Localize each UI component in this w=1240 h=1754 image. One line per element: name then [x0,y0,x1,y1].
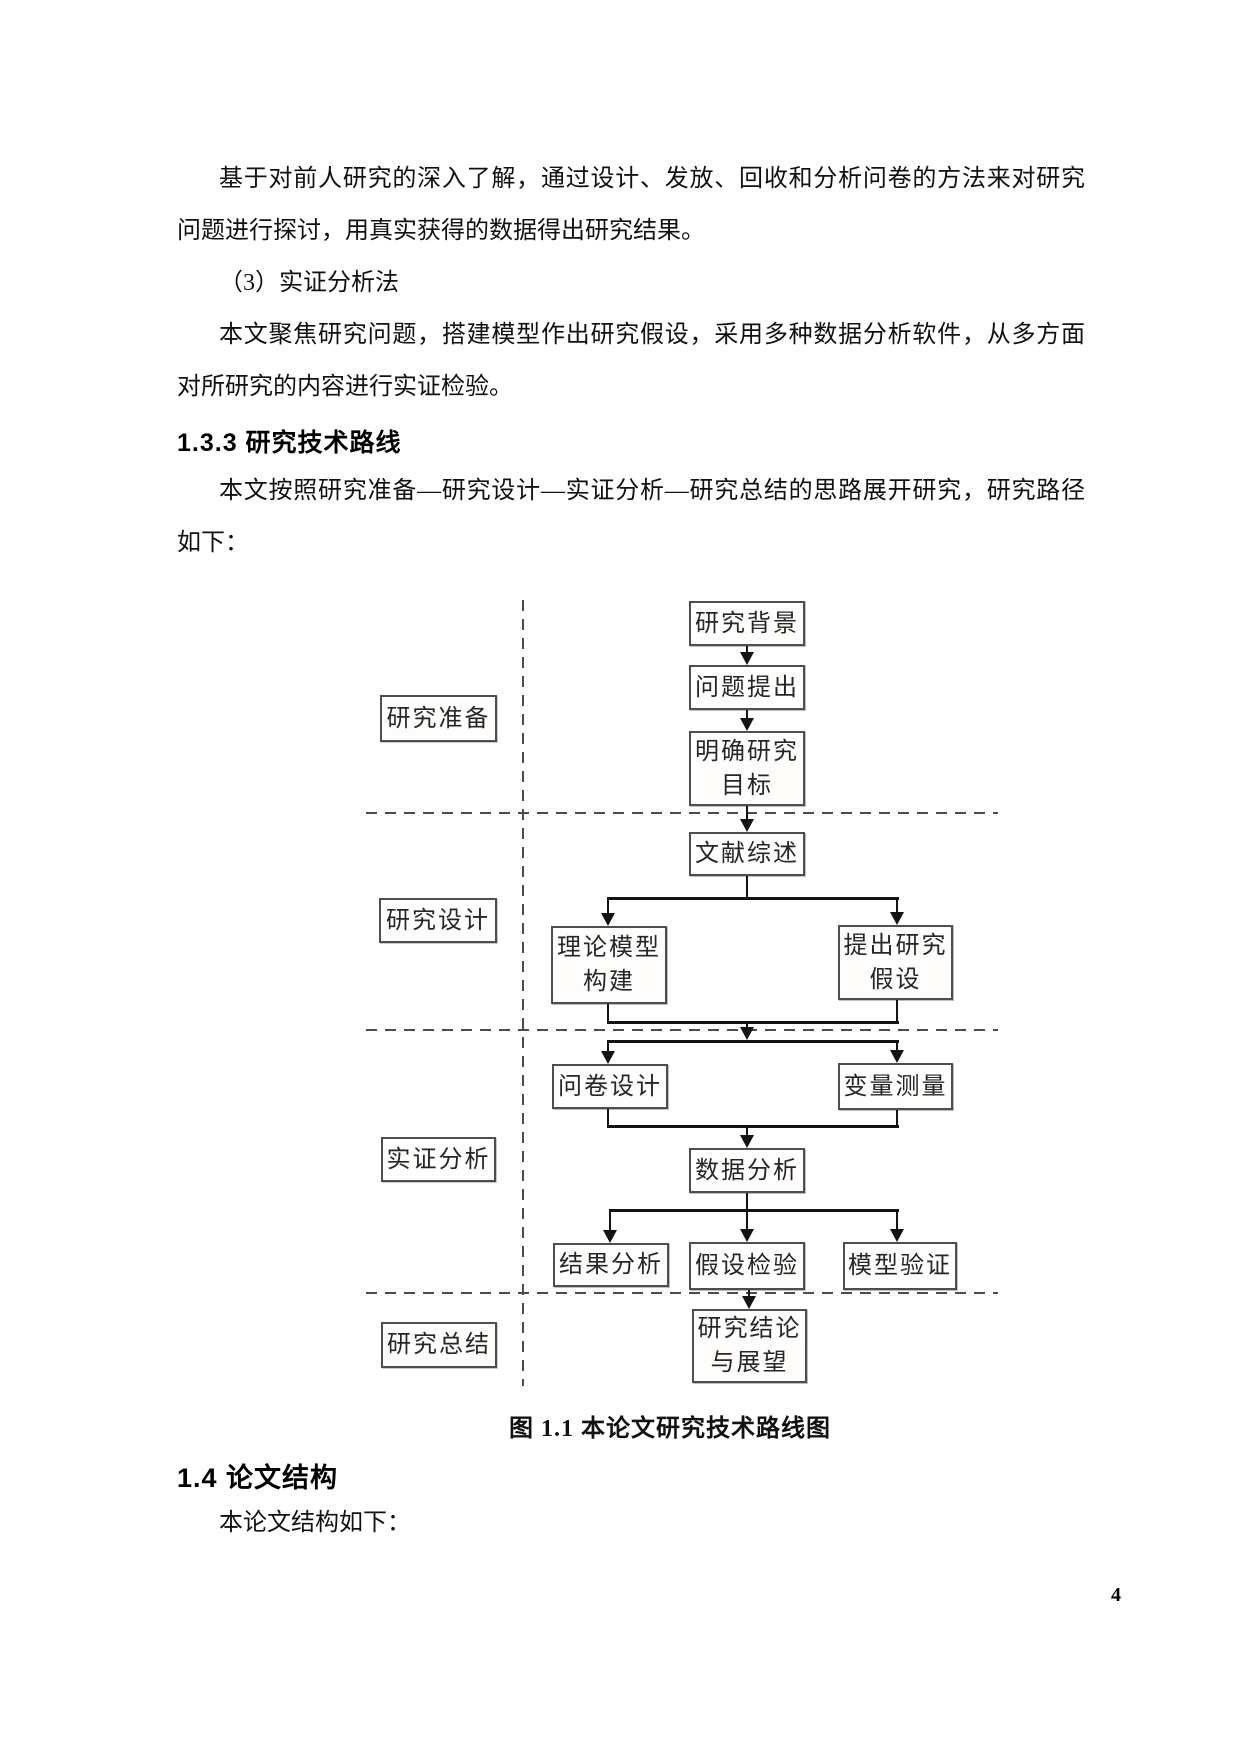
flow-connector [746,646,748,654]
flowchart-vertical-divider [522,600,524,1386]
subsection-heading: 1.3.3 研究技术路线 [177,429,402,457]
body-line: 对所研究的内容进行实证检验。 [177,374,513,400]
page-number: 4 [1111,1584,1121,1606]
flow-connector [607,897,609,914]
arrow-down-icon [603,1230,617,1243]
flow-node-problem-statement: 问题提出 [689,665,805,710]
arrow-down-icon [742,1296,756,1309]
flow-node-research-hypotheses: 提出研究 假设 [838,925,953,1000]
flow-connector [746,1209,748,1230]
body-line: 本文聚焦研究问题，搭建模型作出研究假设，采用多种数据分析软件，从多方面 [219,322,1085,348]
flow-merge-bar [607,1021,899,1024]
flow-connector [896,1209,898,1230]
arrow-down-icon [890,912,904,925]
flow-node-hypothesis-testing: 假设检验 [689,1242,805,1290]
flow-connector [896,1000,898,1024]
flowchart-stage-divider-2 [366,1029,998,1031]
body-line: 基于对前人研究的深入了解，通过设计、发放、回收和分析问卷的方法来对研究 [219,166,1085,192]
flowchart-stage-divider-1 [366,812,998,814]
flow-connector [746,710,748,719]
flow-connector [746,1125,748,1136]
flow-connector [748,1290,750,1297]
flow-node-conclusions-outlook: 研究结论 与展望 [692,1309,807,1383]
stage-research-design: 研究设计 [379,898,497,943]
arrow-down-icon [740,652,754,665]
body-line: （3）实证分析法 [219,270,399,296]
flow-connector [607,1109,609,1128]
flow-node-data-analysis: 数据分析 [689,1148,805,1193]
arrow-down-icon [601,1051,615,1064]
section-heading: 1.4 论文结构 [177,1463,339,1493]
flow-connector [896,897,898,913]
flow-connector [896,1040,898,1051]
flow-connector [746,806,748,820]
flow-connector [746,1021,748,1028]
flow-node-questionnaire-design: 问卷设计 [552,1064,668,1109]
flow-branch-bar [609,1209,899,1212]
stage-research-summary: 研究总结 [381,1322,497,1368]
arrow-down-icon [890,1050,904,1063]
closing-line: 本论文结构如下： [219,1510,411,1536]
flow-node-results-analysis: 结果分析 [553,1243,669,1287]
stage-empirical-analysis: 实证分析 [381,1137,496,1182]
stage-research-preparation: 研究准备 [380,695,497,742]
flow-node-theoretical-model: 理论模型 构建 [551,926,667,1004]
flow-merge-bar [607,1125,899,1128]
flow-connector [746,1193,748,1212]
arrow-down-icon [740,1135,754,1148]
flow-node-model-validation: 模型验证 [843,1242,957,1290]
arrow-down-icon [740,1027,754,1040]
arrow-down-icon [890,1229,904,1242]
flow-node-research-background: 研究背景 [689,601,805,646]
arrow-down-icon [740,819,754,832]
flow-node-research-objectives: 明确研究 目标 [689,731,805,806]
flow-node-literature-review: 文献综述 [689,832,805,876]
arrow-down-icon [740,718,754,731]
flow-branch-bar [607,897,899,900]
arrow-down-icon [601,913,615,926]
body-line: 如下： [177,530,249,556]
arrow-down-icon [740,1229,754,1242]
flow-connector [896,1110,898,1128]
body-line: 本文按照研究准备—研究设计—实证分析—研究总结的思路展开研究，研究路径 [219,478,1085,504]
flow-connector [607,1004,609,1024]
flow-connector [609,1209,611,1231]
flow-branch-bar [607,1040,899,1043]
figure-caption: 图 1.1 本论文研究技术路线图 [509,1416,831,1442]
flow-connector [607,1040,609,1052]
flow-node-variable-measurement: 变量测量 [838,1063,953,1110]
flow-connector [746,876,748,899]
body-line: 问题进行探讨，用真实获得的数据得出研究结果。 [177,218,705,244]
flowchart-stage-divider-3 [366,1292,998,1294]
